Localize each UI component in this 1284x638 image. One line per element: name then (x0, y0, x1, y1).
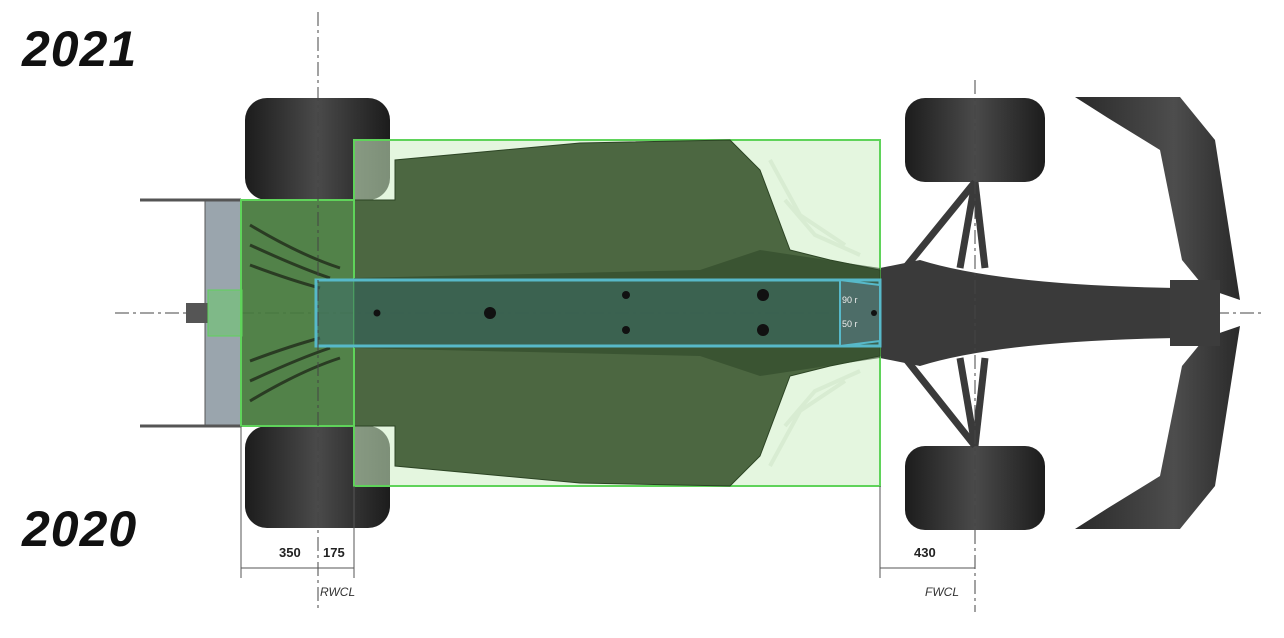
plank (314, 278, 882, 348)
front-wing-upper (1075, 97, 1240, 300)
nose-cone (880, 260, 1175, 366)
front-wing-lower (1075, 326, 1240, 529)
floor-rear-panel (207, 289, 243, 337)
skid-hole (622, 326, 630, 334)
fwcl-label: FWCL (925, 585, 959, 599)
skid-hole (622, 291, 630, 299)
dim-rear-350: 350 (279, 545, 301, 560)
plank-mark-upper: 90 r (842, 295, 858, 305)
skid-hole (757, 289, 769, 301)
rwcl-label: RWCL (320, 585, 355, 599)
plank-mark-lower: 50 r (842, 319, 858, 329)
skid-hole (484, 307, 496, 319)
plank-nose-taper (839, 278, 881, 348)
dim-front-430: 430 (914, 545, 936, 560)
diffuser-strakes (249, 223, 341, 403)
year-label-2020: 2020 (22, 501, 138, 557)
floor-edge-fins (768, 159, 861, 467)
year-label-2021: 2021 (22, 21, 138, 77)
front-suspension (902, 179, 989, 449)
dim-rear-175: 175 (323, 545, 345, 560)
rear-axle-stub (186, 303, 208, 323)
skid-hole (373, 309, 381, 317)
skid-hole (757, 324, 769, 336)
skid-hole (871, 310, 877, 316)
front-wing-center (1170, 280, 1220, 346)
